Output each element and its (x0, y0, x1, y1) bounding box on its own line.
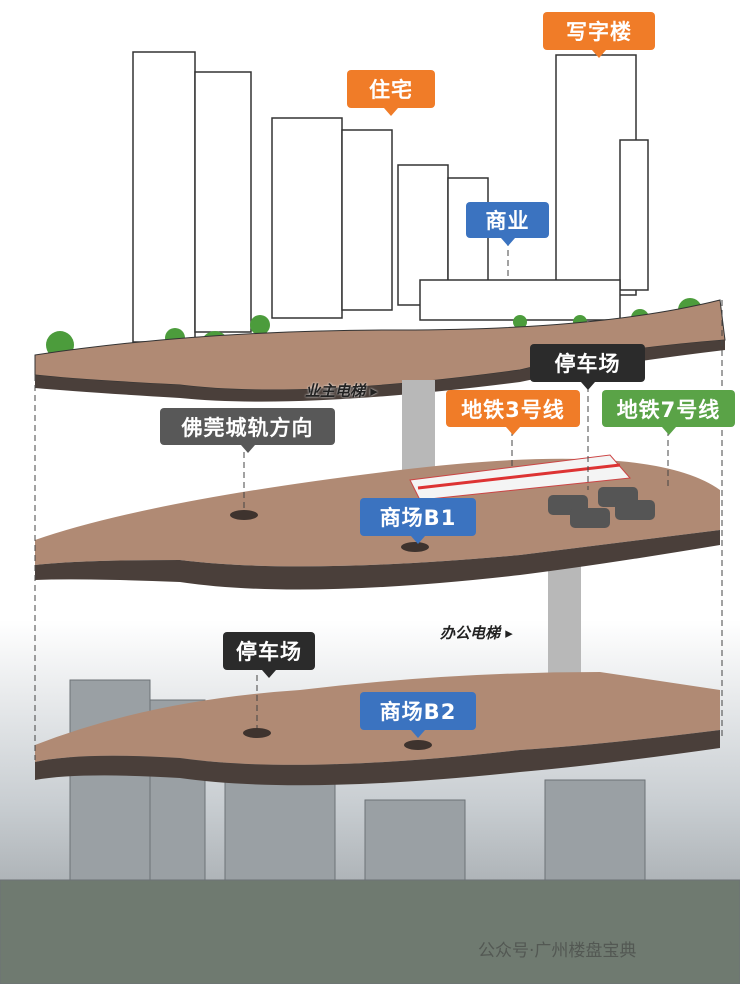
office-tag: 写字楼 (543, 12, 655, 58)
foguan-direction-tag: 佛莞城轨方向 (160, 408, 335, 453)
buildings-sketch (132, 51, 649, 343)
owner-elevator-label: 业主电梯 ▸ (305, 382, 378, 400)
parking-tag-b2: 停车场 (223, 632, 315, 678)
commercial-tag: 商业 (466, 202, 549, 246)
office-elevator-label: 办公电梯 ▸ (440, 624, 513, 642)
parked-cars (548, 487, 655, 528)
residential-tag: 住宅 (347, 70, 435, 116)
mall-b2-tag: 商场B2 (360, 692, 476, 738)
metro-line-7-tag: 地铁7号线 (602, 390, 735, 435)
metro-line-3-tag: 地铁3号线 (446, 390, 580, 435)
owner-elevator-shaft (402, 380, 435, 480)
parking-tag-b1: 停车场 (530, 344, 645, 390)
watermark: 公众号·广州楼盘宝典 (478, 941, 637, 961)
mall-b1-tag: 商场B1 (360, 498, 476, 544)
metro-train (409, 454, 632, 501)
